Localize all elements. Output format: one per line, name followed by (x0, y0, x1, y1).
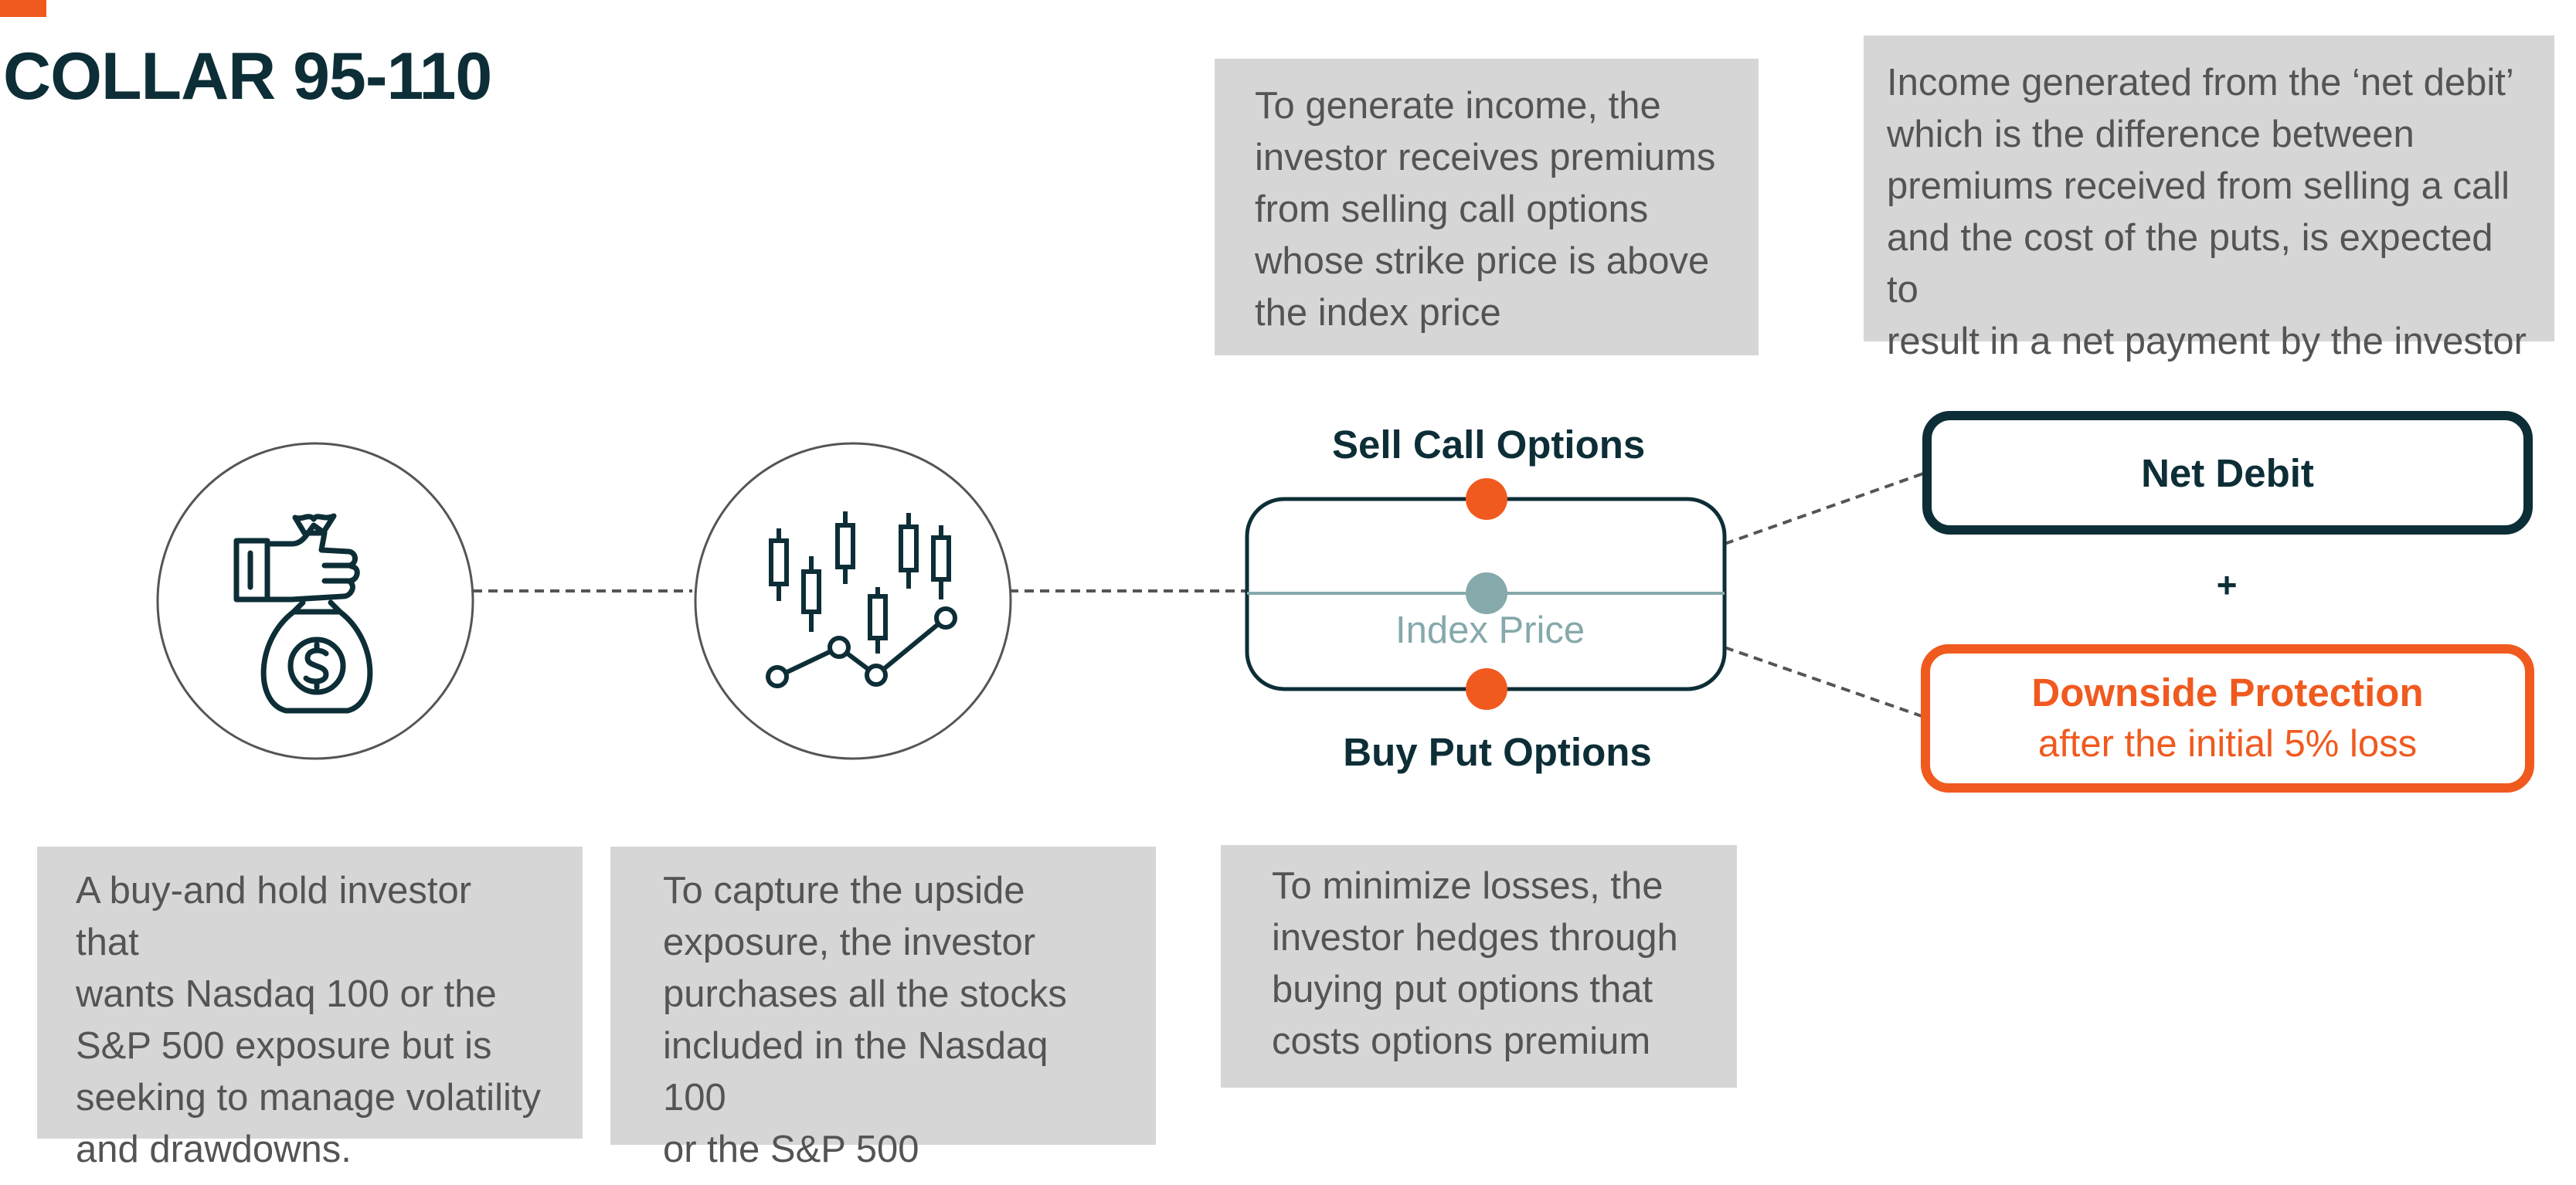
downside-protection-title: Downside Protection (2031, 671, 2424, 715)
candlestick-chart-icon (766, 511, 957, 688)
plus-sign: + (2216, 565, 2238, 605)
downside-protection-subtitle: after the initial 5% loss (2037, 723, 2418, 765)
page-title: COLLAR 95-110 (3, 39, 492, 114)
stocks-circle (694, 442, 1012, 760)
net-debit-box: Net Debit (1922, 411, 2533, 535)
index-price-label: Index Price (1395, 609, 1585, 651)
net-debit-label: Net Debit (2141, 450, 2314, 495)
call-strike-dot (1466, 478, 1507, 520)
note-capture: To capture the upside exposure, the inve… (610, 847, 1156, 1170)
note-investor-text: A buy-and hold investor that wants Nasda… (76, 870, 541, 1170)
downside-protection-box: Downside Protection after the initial 5%… (1921, 644, 2534, 793)
note-investor: A buy-and hold investor that wants Nasda… (37, 847, 583, 1170)
buy-put-label: Buy Put Options (1343, 730, 1652, 774)
note-net-debit-info: Income generated from the ‘net debit’ wh… (1864, 36, 2554, 362)
note-capture-text: To capture the upside exposure, the inve… (663, 870, 1067, 1170)
connectors (473, 471, 1926, 718)
note-minimize-text: To minimize losses, the investor hedges … (1272, 865, 1678, 1062)
note-call-income-text: To generate income, the investor receive… (1255, 85, 1716, 334)
sell-call-label: Sell Call Options (1332, 423, 1646, 467)
connector-net-debit (1724, 471, 1926, 545)
put-strike-dot (1466, 668, 1507, 710)
connector-downside (1724, 646, 1925, 718)
accent-bar (0, 0, 46, 17)
money-bag-in-hand-icon (233, 513, 373, 714)
note-net-debit-info-text: Income generated from the ‘net debit’ wh… (1887, 62, 2527, 362)
note-call-income: To generate income, the investor receive… (1215, 59, 1759, 355)
note-minimize: To minimize losses, the investor hedges … (1221, 845, 1737, 1088)
index-price-dot (1466, 572, 1507, 614)
investor-circle (156, 442, 474, 760)
